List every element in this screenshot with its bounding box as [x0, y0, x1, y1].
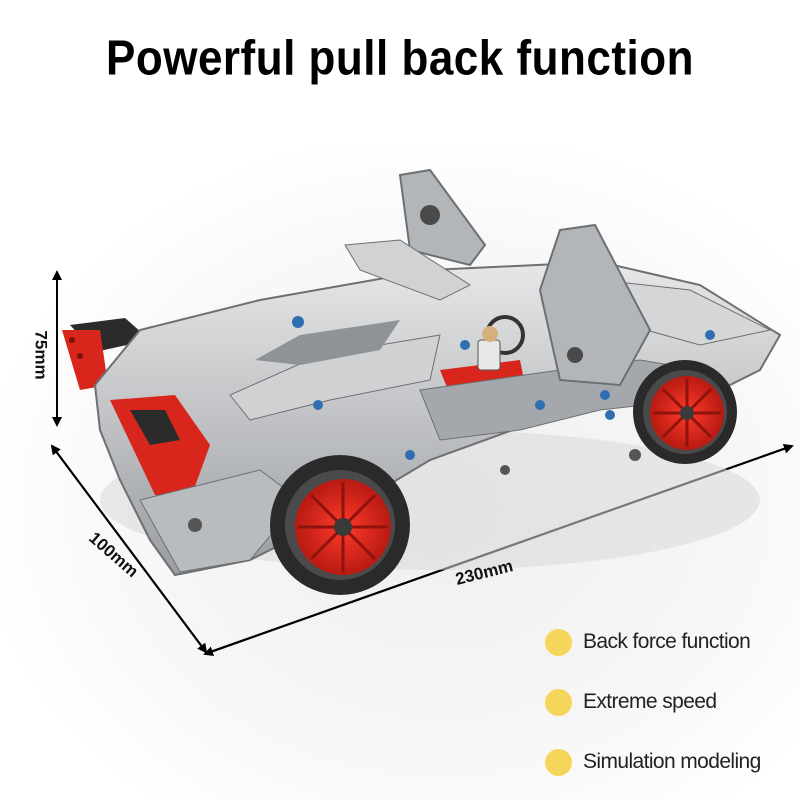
feature-label: Back force function	[583, 630, 751, 653]
feature-item: Back force function	[545, 612, 761, 672]
front-wheel	[633, 360, 737, 464]
scissor-doors	[344, 168, 652, 387]
feature-item: Simulation modeling	[545, 732, 761, 792]
bullet-dot-icon	[545, 748, 572, 776]
feature-label: Extreme speed	[583, 690, 717, 713]
feature-label: Simulation modeling	[583, 750, 761, 773]
bullet-dot-icon	[545, 628, 572, 656]
feature-item: Extreme speed	[545, 672, 761, 732]
page-title: Powerful pull back function	[106, 31, 694, 86]
height-dimension-label: 75mm	[31, 330, 51, 380]
feature-list: Back force function Extreme speed Simula…	[545, 612, 761, 792]
bullet-dot-icon	[545, 688, 572, 716]
rear-wheel	[270, 455, 410, 595]
